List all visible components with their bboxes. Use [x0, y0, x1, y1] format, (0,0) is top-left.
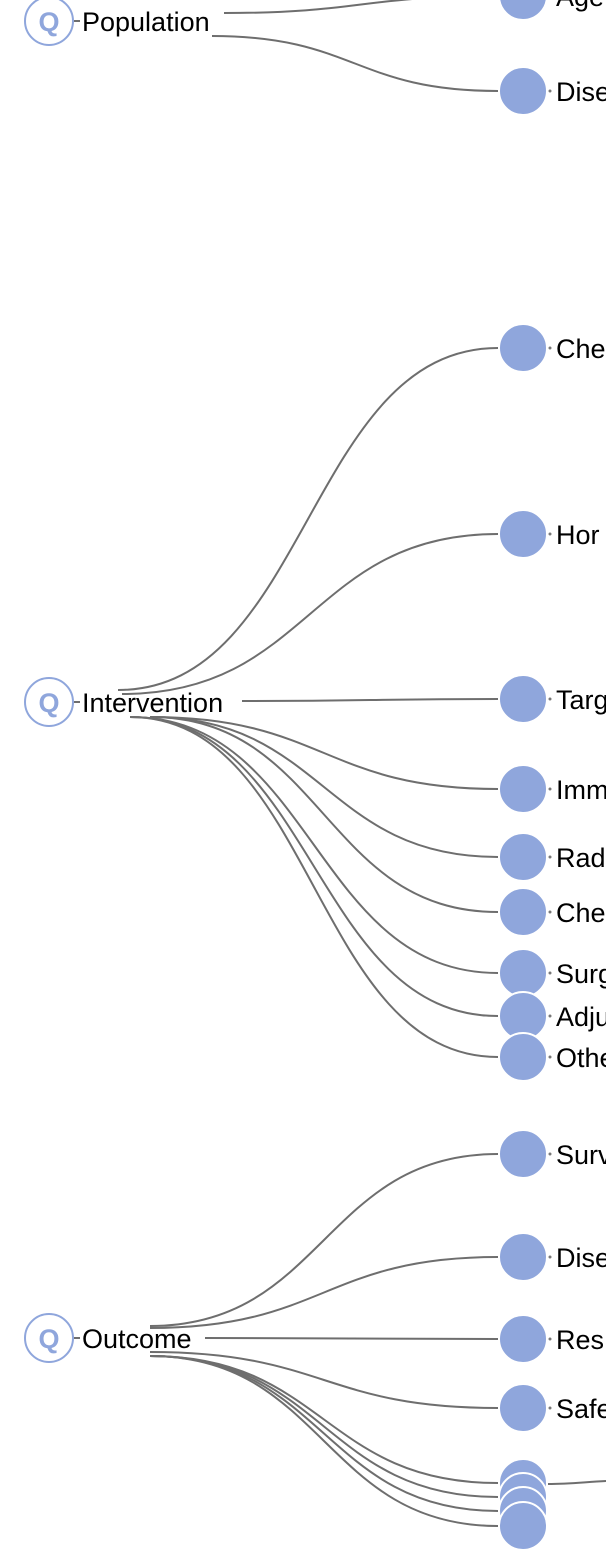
leaf-circle [498, 832, 548, 882]
leaf-circle [498, 509, 548, 559]
leaf-connector-dot [548, 1014, 552, 1018]
link-population-1 [211, 35, 499, 92]
leaf-connector-dot [548, 910, 552, 914]
leaf-node-outcome-2[interactable]: Res [498, 1314, 604, 1364]
leaf-node-intervention-3[interactable]: Imm [498, 764, 606, 814]
link-intervention-5 [149, 716, 499, 913]
leaf-circle [498, 1032, 548, 1082]
link-outcome-7 [149, 1355, 499, 1527]
leaf-node-intervention-2[interactable]: Targ [498, 674, 606, 724]
leaf-label: Hor [556, 520, 600, 550]
leaf-circle [498, 66, 548, 116]
leaf-node-population-1[interactable]: Dise [498, 66, 606, 116]
link-outcome-1 [149, 1256, 499, 1329]
leaf-node-intervention-7[interactable]: Adju [498, 991, 606, 1041]
query-icon [24, 677, 74, 727]
leaf-circle [498, 948, 548, 998]
link-outcome-3 [149, 1351, 499, 1409]
leaf-circle [498, 0, 548, 21]
root-label-intervention: Intervention [82, 688, 223, 718]
link-population-0 [223, 0, 413, 14]
leaf-node-outcome-7[interactable] [498, 1501, 548, 1551]
leaf-connector-dot [548, 855, 552, 859]
leaf-circle [498, 887, 548, 937]
link-intervention-6 [129, 716, 499, 974]
leaf-label: Che [556, 334, 606, 364]
leaf-node-population-0[interactable]: Age [498, 0, 604, 21]
leaf-label: Che [556, 898, 606, 928]
leaf-label: Dise [556, 77, 606, 107]
leaf-circle [498, 1501, 548, 1551]
leaf-label: Rad [556, 843, 606, 873]
leaf-label: Age [556, 0, 604, 12]
leaf-connector-dot [548, 1255, 552, 1259]
leaf-connector-dot [548, 971, 552, 975]
leaf-node-intervention-0[interactable]: Che [498, 323, 606, 373]
leaf-circle [498, 1129, 548, 1179]
leaf-connector-dot [548, 1055, 552, 1059]
leaf-label: Surg [556, 959, 606, 989]
link-intervention-8 [129, 716, 499, 1058]
link-intervention-0 [117, 347, 499, 691]
leaf-node-intervention-1[interactable]: Hor [498, 509, 600, 559]
query-icon-letter: Q [38, 7, 59, 37]
leaf-connector-dot [548, 1337, 552, 1341]
root-label-outcome: Outcome [82, 1324, 192, 1354]
leaf-connector-dot [548, 1152, 552, 1156]
root-node-outcome[interactable]: Q Outcome [24, 1313, 192, 1363]
leaf-node-outcome-1[interactable]: Dise [498, 1232, 606, 1282]
leaf-label: Safe [556, 1394, 606, 1424]
root-label-population: Population [82, 7, 210, 37]
link-intervention-3 [149, 716, 499, 790]
query-icon-letter: Q [38, 1324, 59, 1354]
query-icon [24, 0, 74, 46]
link-intervention-2 [241, 698, 499, 702]
link-intervention-7 [129, 716, 499, 1017]
link-outcome-0 [149, 1153, 499, 1327]
query-icon [24, 1313, 74, 1363]
leaf-node-intervention-5[interactable]: Che [498, 887, 606, 937]
leaf-connector-dot [548, 697, 552, 701]
leaf-node-intervention-4[interactable]: Rad [498, 832, 606, 882]
leaf-node-intervention-6[interactable]: Surg [498, 948, 606, 998]
leaf-connector-dot [548, 89, 552, 93]
leaf-circle [498, 1383, 548, 1433]
leaf-connector-dot [548, 346, 552, 350]
link-outcome-2 [204, 1337, 499, 1340]
outcome-tail-link [547, 1480, 606, 1485]
link-outcome-4 [149, 1355, 499, 1484]
leaf-circle [498, 1314, 548, 1364]
link-outcome-5 [149, 1355, 499, 1498]
root-node-intervention[interactable]: Q Intervention [24, 677, 223, 727]
leaf-label: Dise [556, 1243, 606, 1273]
query-icon-letter: Q [38, 688, 59, 718]
leaf-circle [498, 764, 548, 814]
leaf-node-intervention-8[interactable]: Othe [498, 1032, 606, 1082]
root-node-population[interactable]: Q Population [24, 0, 210, 46]
leaf-label: Adju [556, 1002, 606, 1032]
leaf-connector-dot [548, 1406, 552, 1410]
leaf-label: Targ [556, 685, 606, 715]
leaf-connector-dot [548, 532, 552, 536]
leaf-label: Othe [556, 1043, 606, 1073]
leaf-node-outcome-0[interactable]: Surv [498, 1129, 606, 1179]
leaf-label: Surv [556, 1140, 606, 1170]
leaf-circle [498, 323, 548, 373]
leaf-circle [498, 674, 548, 724]
link-intervention-4 [149, 716, 499, 858]
leaf-label: Imm [556, 775, 606, 805]
leaf-node-outcome-3[interactable]: Safe [498, 1383, 606, 1433]
leaf-circle [498, 1232, 548, 1282]
leaf-connector-dot [548, 787, 552, 791]
leaf-label: Res [556, 1325, 604, 1355]
link-intervention-1 [121, 533, 499, 695]
